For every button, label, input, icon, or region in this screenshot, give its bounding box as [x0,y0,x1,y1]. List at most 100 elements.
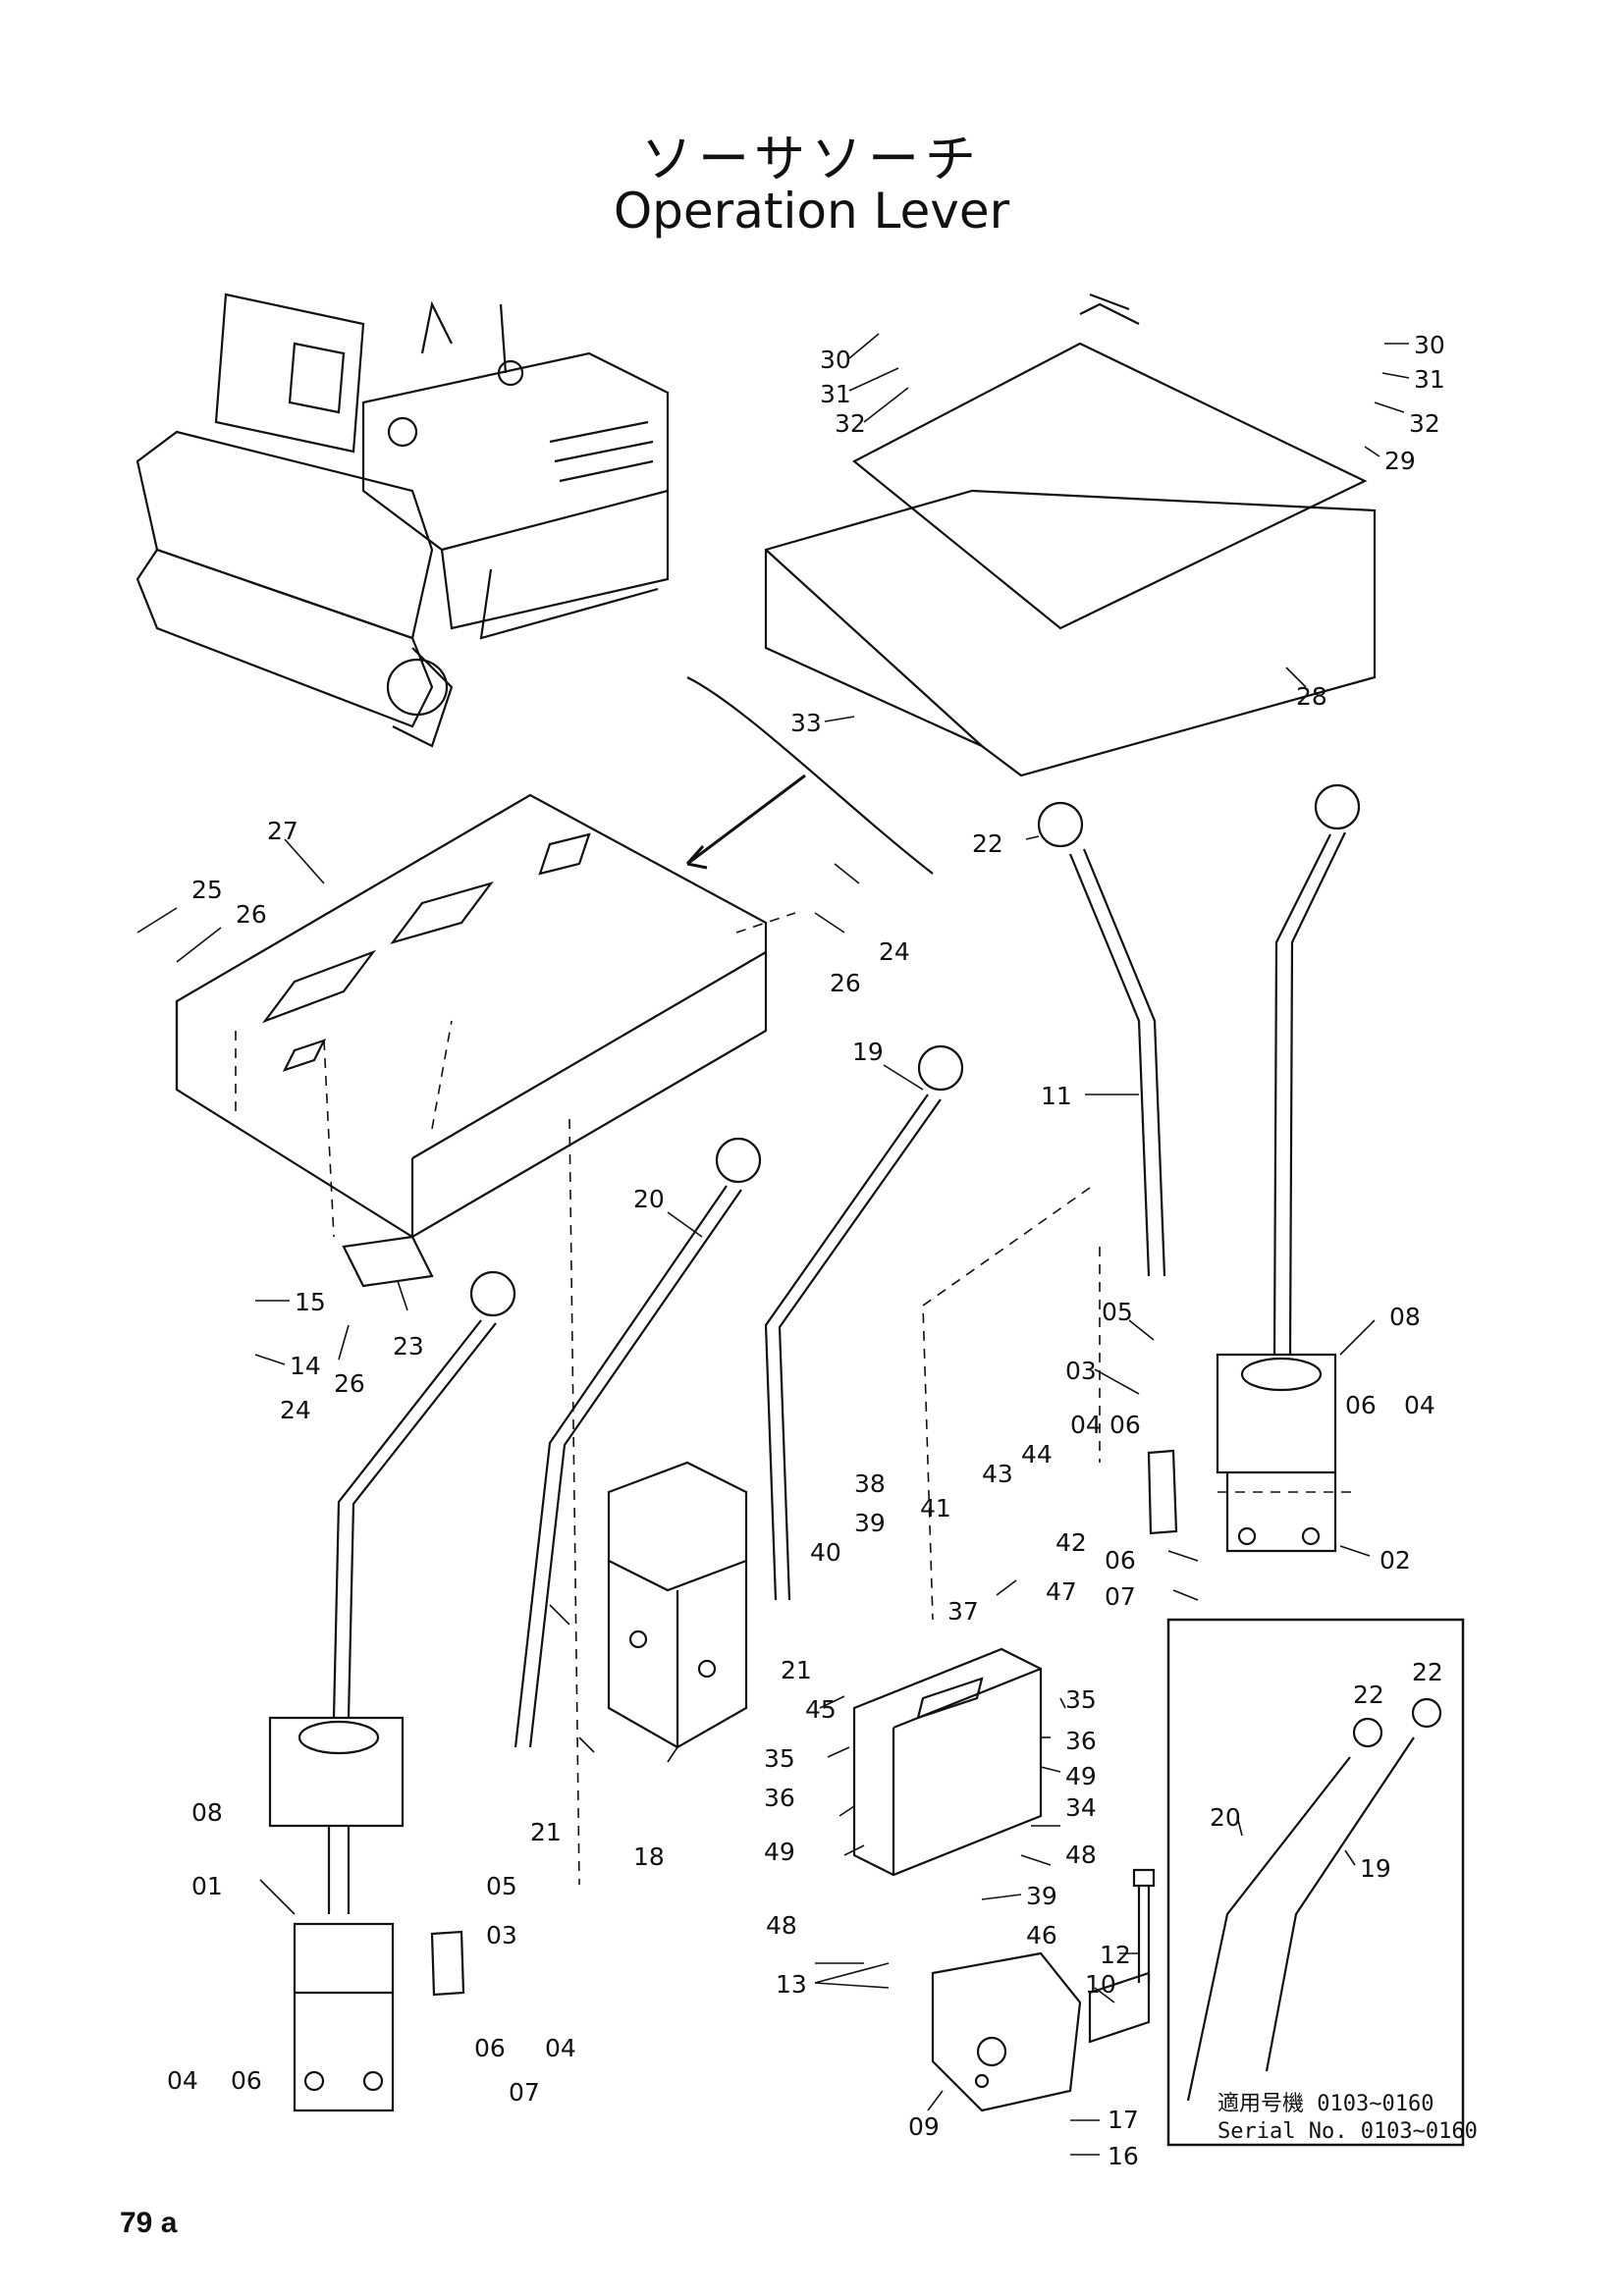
callout-17: 17 [1108,2106,1139,2134]
callout-37: 37 [947,1597,979,1626]
excavator-illustration [135,293,670,748]
callout-31a: 31 [820,380,851,408]
callout-18: 18 [633,1842,665,1871]
inset-panel: 適用号機 0103~0160 Serial No. 0103~0160 [1166,1618,1478,2147]
lever-assembly-08-right [1216,783,1361,1553]
callout-49a: 49 [1065,1762,1097,1790]
callout-47: 47 [1046,1577,1077,1606]
page-number: 79 a [120,2207,178,2239]
callout-24b: 24 [280,1396,311,1424]
callout-20: 20 [633,1185,665,1213]
callout-06b: 06 [1109,1411,1141,1439]
location-arrow [686,774,806,866]
callout-22b: 22 [1353,1681,1384,1709]
callout-35a: 35 [1065,1685,1097,1714]
callout-08b: 08 [191,1798,223,1827]
callout-49b: 49 [764,1838,795,1866]
callout-07b: 07 [509,2078,540,2107]
lever-11 [1037,801,1166,1277]
callout-06c: 06 [1105,1546,1136,1575]
callout-05b: 05 [486,1872,517,1900]
callout-15: 15 [295,1288,326,1316]
callout-08a: 08 [1389,1303,1421,1331]
lever-assembly-01-left [268,1270,516,2112]
callout-04b: 04 [1070,1411,1102,1439]
callout-26c: 26 [334,1369,365,1398]
callout-06a: 06 [1345,1391,1377,1419]
lever-19 [764,1044,964,1601]
callout-20b: 20 [1210,1803,1241,1832]
callout-48b: 48 [766,1911,797,1940]
callout-11: 11 [1041,1082,1072,1110]
dashed-assembly-lines [235,912,1355,1886]
callout-03a: 03 [1065,1357,1097,1385]
cover-panel-27 [175,793,768,1239]
callout-10: 10 [1085,1970,1116,1999]
callout-21b: 21 [530,1818,562,1846]
callout-16: 16 [1108,2142,1139,2170]
callout-21a: 21 [781,1656,812,1684]
cover-panel-28 [686,293,1377,875]
callout-43: 43 [982,1460,1013,1488]
callout-30a: 30 [820,346,851,374]
callout-09: 09 [908,2112,940,2141]
block-10 [1088,1868,1156,2044]
callout-07a: 07 [1105,1582,1136,1611]
callout-22: 22 [972,829,1003,858]
callout-14: 14 [290,1352,321,1380]
title-japanese: ソーサソーチ [641,131,982,189]
bracket-23 [342,1235,434,1288]
callout-leaders [136,333,1410,2156]
callout-02: 02 [1380,1546,1411,1575]
valve-block-18 [607,1461,748,1749]
callout-29: 29 [1384,447,1416,475]
callout-41: 41 [920,1494,951,1522]
inset-serial-jp: 適用号機 0103~0160 [1217,2092,1434,2116]
callout-32b: 32 [1409,409,1440,438]
callout-labels: 30 31 32 30 31 32 29 28 33 27 25 26 26 2… [167,331,1445,2170]
callout-31b: 31 [1414,365,1445,394]
inset-serial-en: Serial No. 0103~0160 [1217,2119,1478,2144]
callout-28: 28 [1296,682,1327,711]
callout-12: 12 [1100,1941,1131,1969]
callout-44: 44 [1021,1440,1053,1468]
callout-24a: 24 [879,937,910,966]
title-english: Operation Lever [613,183,1010,240]
callout-06e: 06 [474,2034,506,2062]
callout-06d: 06 [231,2066,262,2095]
callout-23: 23 [393,1332,424,1361]
callout-39b: 39 [1026,1882,1057,1910]
callout-04c: 04 [167,2066,198,2095]
callout-22c: 22 [1412,1658,1443,1686]
callout-40: 40 [810,1538,841,1567]
callout-42: 42 [1055,1528,1087,1557]
valve-09 [931,1951,1082,2112]
callout-35b: 35 [764,1744,795,1773]
callout-27: 27 [267,817,298,845]
callout-36a: 36 [1065,1727,1097,1755]
callout-30b: 30 [1414,331,1445,359]
lever-20 [514,1137,762,1748]
callout-04d: 04 [545,2034,576,2062]
bracket-34 [852,1647,1043,1877]
callout-46: 46 [1026,1921,1057,1949]
callout-01: 01 [191,1872,223,1900]
callout-03b: 03 [486,1921,517,1949]
callout-25: 25 [191,876,223,904]
callout-34: 34 [1065,1793,1097,1822]
callout-26b: 26 [830,969,861,997]
callout-38: 38 [854,1469,886,1498]
callout-04a: 04 [1404,1391,1435,1419]
bracket-03-lower [430,1930,465,1997]
callout-19b: 19 [1360,1854,1391,1883]
callout-13: 13 [776,1970,807,1999]
callout-48a: 48 [1065,1841,1097,1869]
callout-26a: 26 [236,900,267,929]
callout-33: 33 [790,709,822,737]
callout-05a: 05 [1102,1298,1133,1326]
callout-36b: 36 [764,1784,795,1812]
callout-45: 45 [805,1695,837,1724]
callout-39a: 39 [854,1509,886,1537]
bracket-03-upper [1147,1449,1178,1535]
